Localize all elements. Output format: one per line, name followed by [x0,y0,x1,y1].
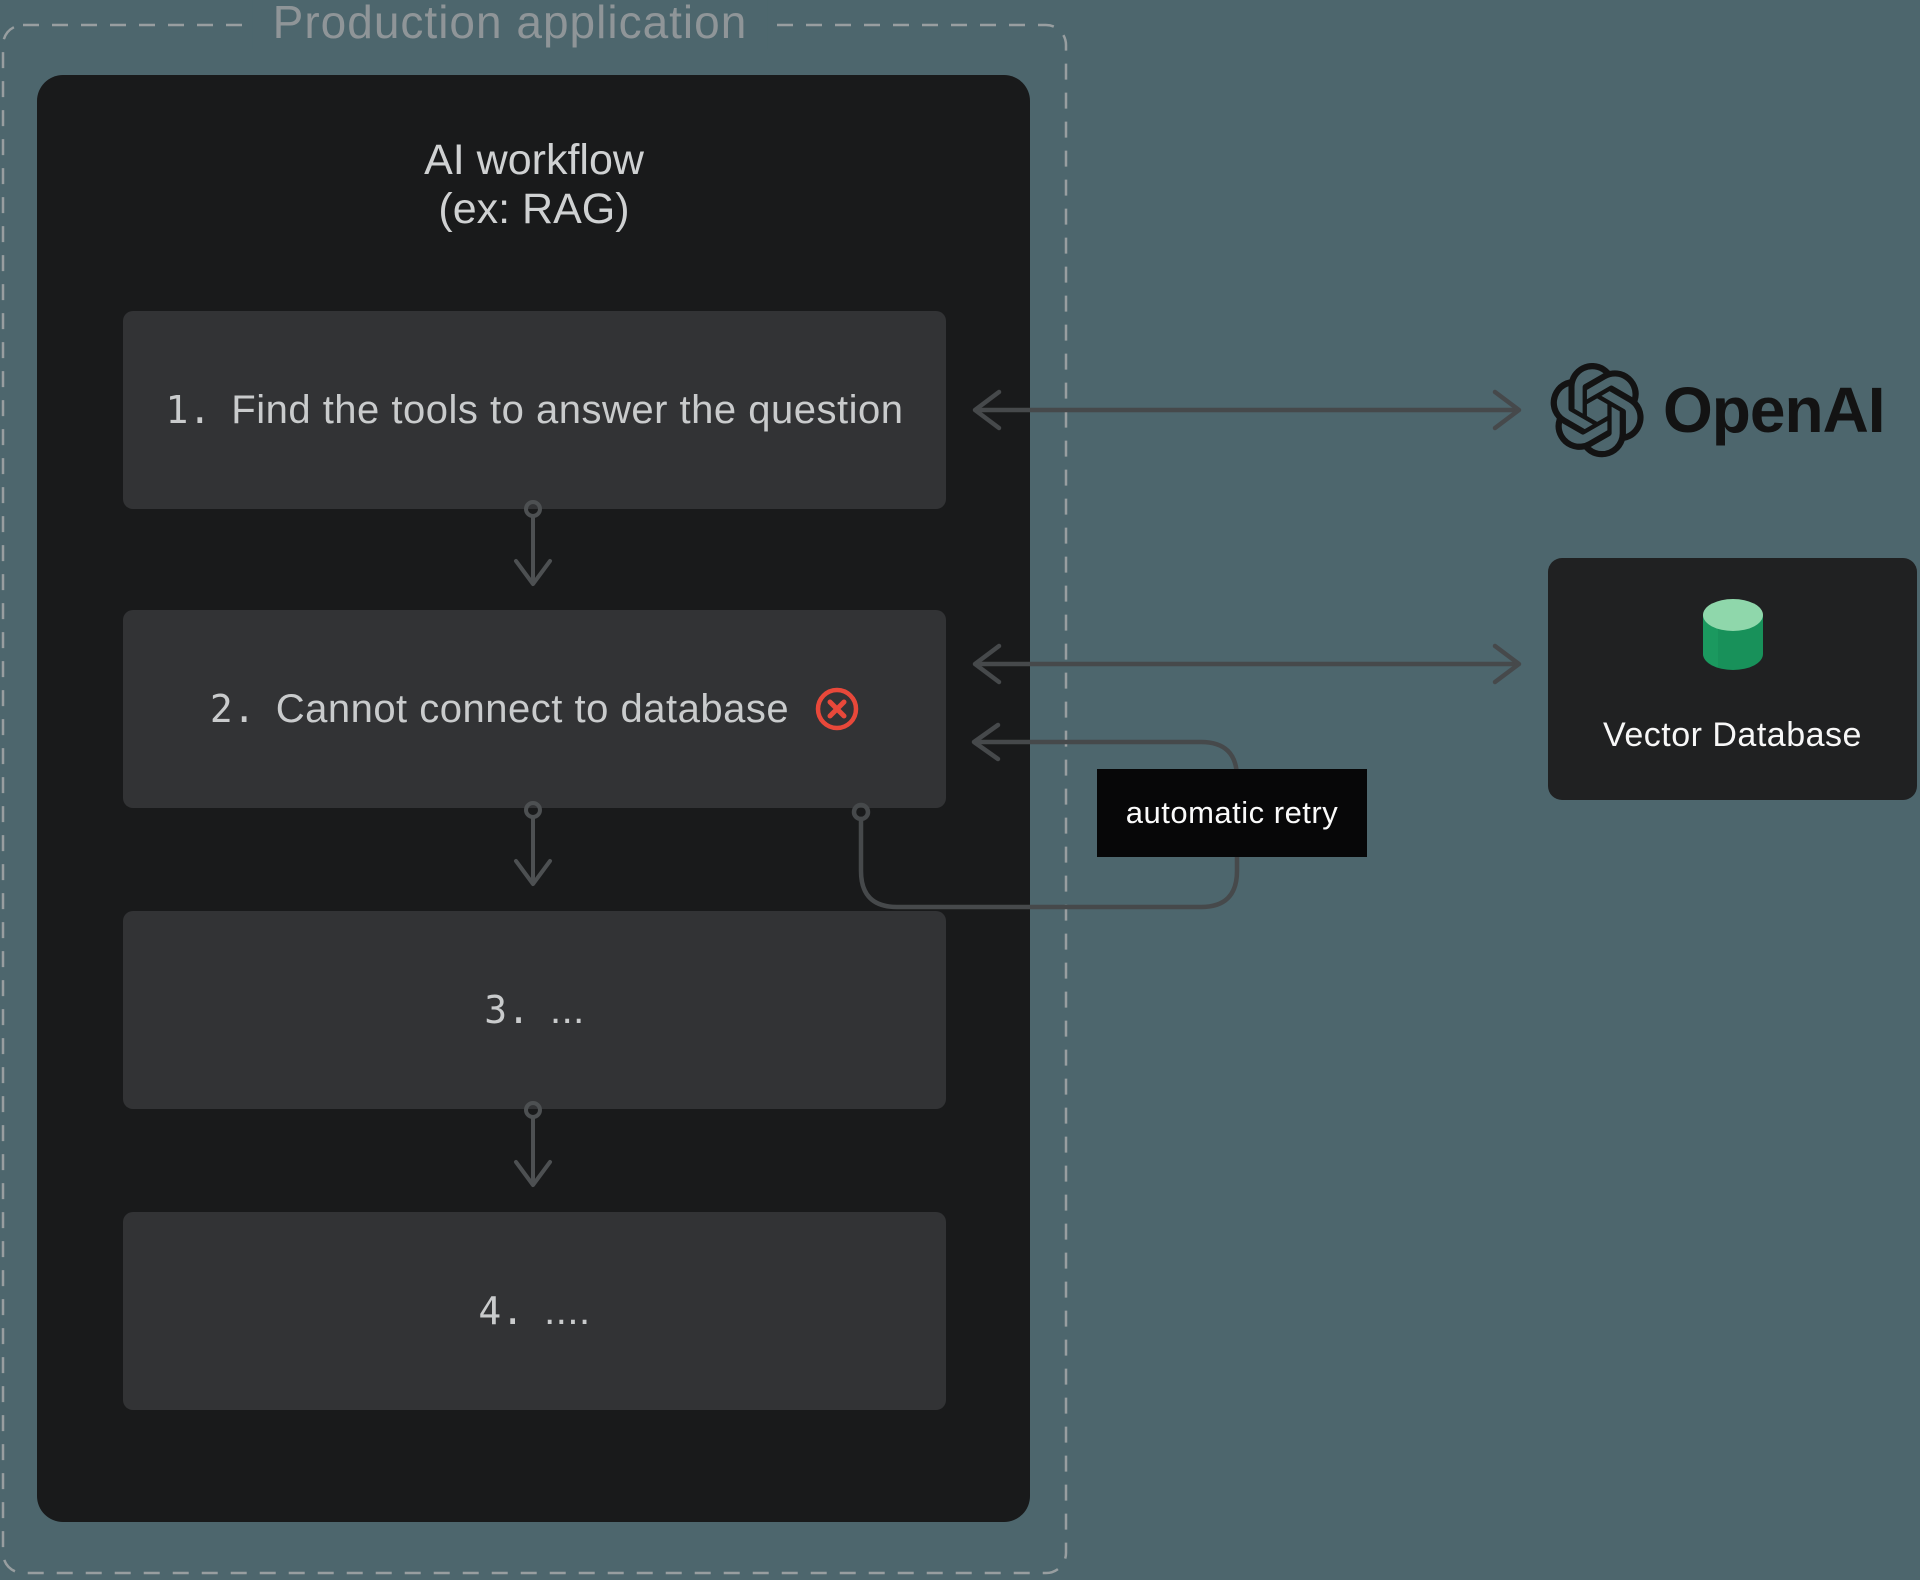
workflow-step-1: 1. Find the tools to answer the question [123,311,946,509]
workflow-step-4: 4. .... [123,1212,946,1410]
vector-database-card: Vector Database [1548,558,1917,800]
workflow-title-line2: (ex: RAG) [438,185,630,233]
openai-wordmark: OpenAI [1663,374,1886,446]
step-number: 4. [478,1289,525,1333]
error-icon [815,687,859,731]
automatic-retry-label: automatic retry [1097,769,1367,857]
openai-logo-icon [1550,362,1644,457]
arrow-step2-vectordb [972,643,1522,685]
production-application-label: Production application [252,0,768,49]
step-text: Find the tools to answer the question [231,387,904,432]
workflow-title: AI workflow (ex: RAG) [424,136,644,234]
vector-database-label: Vector Database [1603,716,1862,754]
workflow-step-3: 3. ... [123,911,946,1109]
openai-service: OpenAI [1550,362,1886,458]
step-number: 2. [209,687,256,731]
step-number: 3. [484,988,530,1032]
step-text: .... [544,1288,591,1333]
step-text: Cannot connect to database [275,686,790,731]
step-text: ... [549,987,585,1032]
arrow-step1-openai [972,389,1522,431]
workflow-title-line1: AI workflow [424,136,644,184]
workflow-step-2: 2. Cannot connect to database [123,610,946,808]
database-cylinder-icon [1702,599,1763,670]
step-number: 1. [165,388,212,432]
